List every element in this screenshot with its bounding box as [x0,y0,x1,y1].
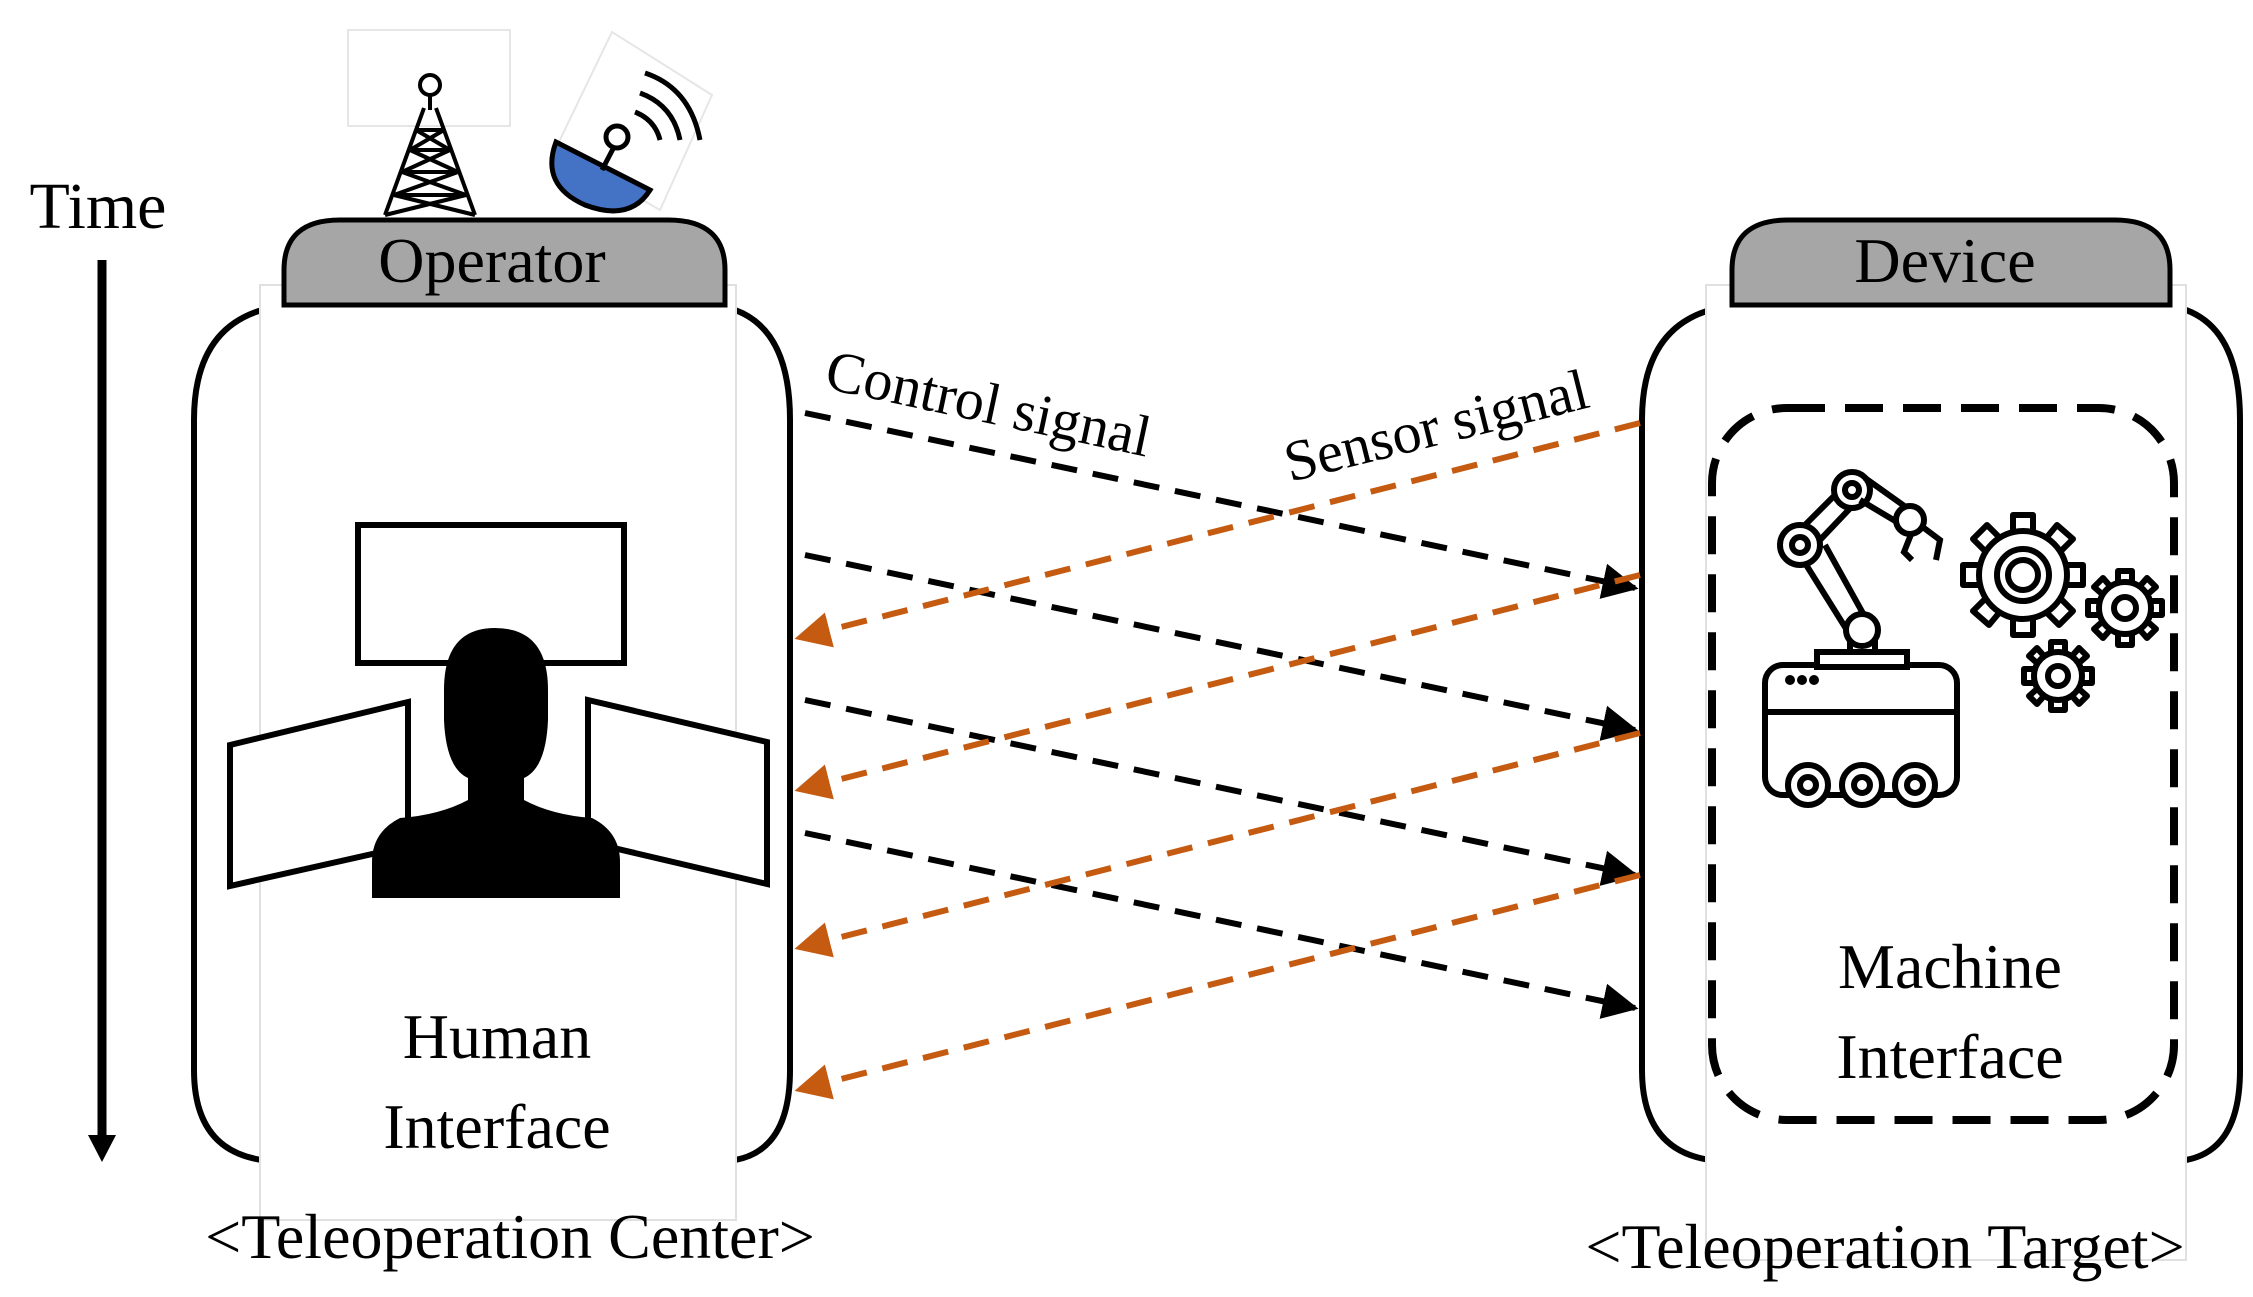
sensor-signal-arrow-2 [794,572,1641,800]
time-label: Time [30,170,167,243]
control-signal-arrow-2 [804,552,1639,741]
operator-workstation-icon [227,522,770,898]
right-monitor [585,696,770,888]
gears-icon [1960,512,2165,713]
device-tab [1729,217,2173,308]
machine-interface-line2: Interface [1836,1021,2063,1092]
human-interface-line2: Interface [383,1091,610,1162]
control-signal-arrows [804,410,1639,1019]
operator-station: Operator [191,29,815,1272]
satellite-dish-icon [549,30,714,214]
time-axis-arrow [88,260,116,1162]
device-tab-label: Device [1854,225,2035,296]
control-signal-arrow-4 [804,830,1639,1019]
machine-interface-line1: Machine [1838,931,2062,1002]
device-box [1639,307,2243,1163]
operator-silhouette [372,628,620,898]
device-station: Device [1585,217,2243,1282]
teleoperation-center-caption: <Teleoperation Center> [205,1201,815,1272]
sensor-signal-arrow-3 [794,730,1641,958]
human-interface-line1: Human [403,1001,591,1072]
operator-tab [281,217,728,308]
robot-arm-vehicle-icon [1762,469,1960,808]
machine-interface-box [1708,404,2178,1124]
operator-tab-label: Operator [378,225,605,296]
sensor-signal-arrow-1 [794,420,1641,648]
operator-box [191,307,793,1163]
control-signal-arrow-3 [804,697,1639,886]
teleoperation-target-caption: <Teleoperation Target> [1585,1211,2184,1282]
radio-tower-icon [347,29,511,217]
control-signal-arrow-1 [804,410,1639,599]
sensor-signal-arrows [794,420,1641,1100]
device-panel [1705,284,2187,1261]
sensor-signal-arrow-4 [794,872,1641,1100]
